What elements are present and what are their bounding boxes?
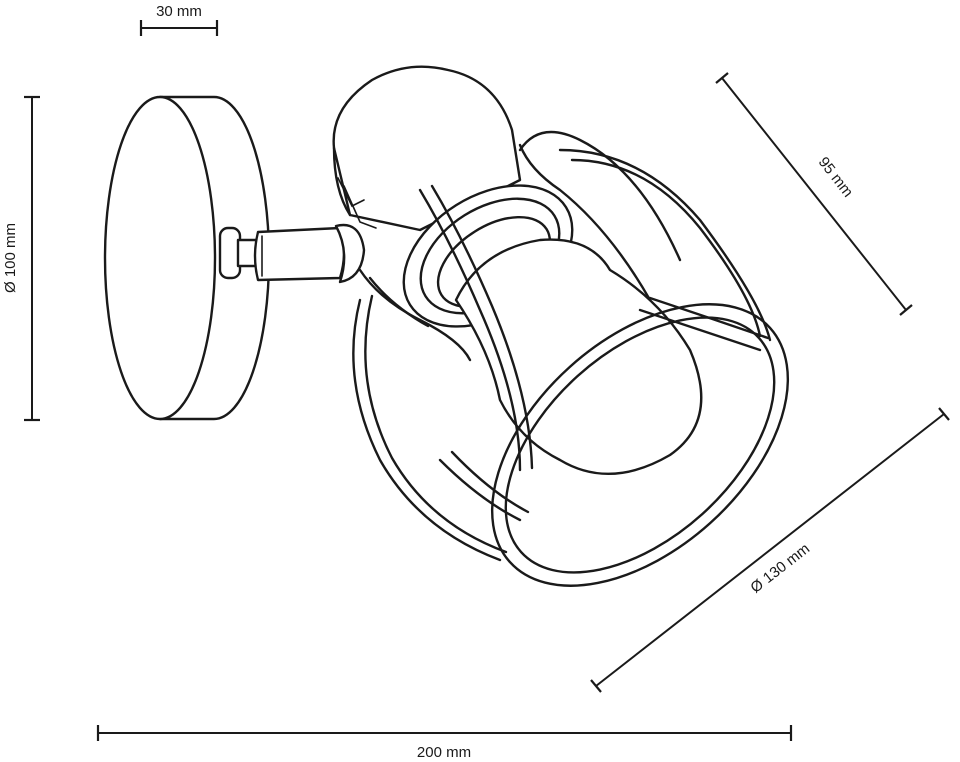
label-shade-diameter: Ø 130 mm bbox=[747, 540, 813, 597]
lamp-joint-cylinder bbox=[332, 65, 522, 232]
lamp-cage-back bbox=[352, 130, 772, 562]
wall-base bbox=[103, 95, 271, 421]
dimension-total-length: 200 mm bbox=[96, 725, 793, 761]
lamp-arm bbox=[218, 223, 366, 284]
dimension-mount-depth: 30 mm bbox=[139, 3, 219, 36]
label-base-diameter: Ø 100 mm bbox=[2, 223, 19, 293]
label-mount-depth: 30 mm bbox=[156, 3, 202, 20]
dimension-base-diameter: Ø 100 mm bbox=[2, 95, 40, 422]
label-total-length: 200 mm bbox=[417, 744, 471, 761]
label-shade-depth: 95 mm bbox=[815, 154, 857, 201]
dimension-shade-depth: 95 mm bbox=[715, 72, 913, 316]
lamp-bulb bbox=[454, 238, 703, 475]
lamp-cage-front bbox=[358, 143, 790, 587]
